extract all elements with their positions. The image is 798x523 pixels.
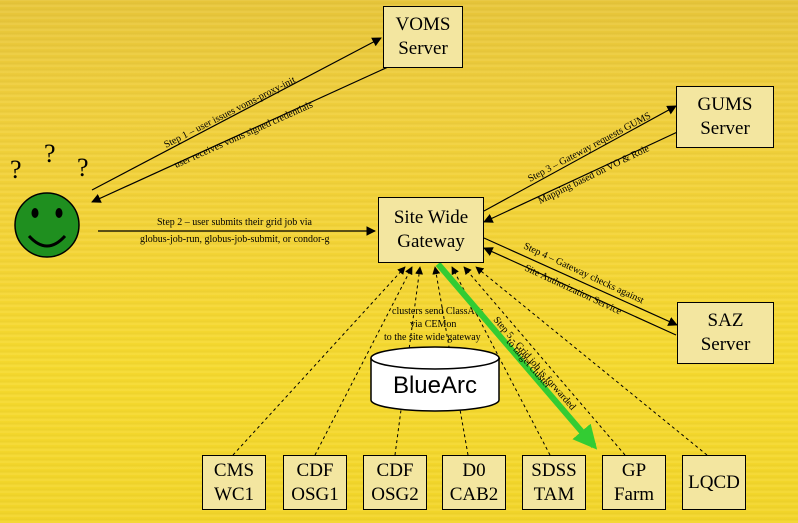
- gums-server-box: GUMS Server: [676, 86, 774, 148]
- voms-server-label-line1: VOMS: [395, 14, 451, 35]
- cluster-label-line2: Farm: [613, 483, 655, 505]
- step4-arrow-to-gateway: [483, 247, 677, 336]
- gums-server-label-line2: Server: [700, 118, 750, 139]
- gateway-label-line2: Gateway: [397, 231, 465, 252]
- cluster-label-line1: CDF: [376, 459, 414, 481]
- cluster-label-line1: SDSS: [531, 459, 577, 481]
- cluster-label-line1: GP: [621, 459, 647, 481]
- question-mark-3: ?: [77, 153, 89, 182]
- saz-server-label-line1: SAZ: [707, 310, 744, 331]
- saz-server-box: SAZ Server: [677, 302, 774, 364]
- cluster-cdf-osg2: CDF OSG2: [363, 455, 427, 510]
- classads-label-a: clusters send ClassAds: [392, 306, 484, 317]
- classad-line-cdf-osg1: [314, 266, 413, 456]
- classad-line-gp: [463, 266, 626, 456]
- step1-arrow-to-user: [91, 61, 400, 203]
- cluster-label-line1: LQCD: [688, 471, 740, 493]
- gateway-label-line1: Site Wide: [393, 207, 469, 228]
- cluster-label-line1: CDF: [296, 459, 334, 481]
- classad-line-cdf-osg2: [394, 266, 424, 456]
- step2-label-a: Step 2 – user submits their grid job via: [157, 217, 313, 228]
- cluster-label-line2: OSG1: [291, 483, 339, 505]
- cluster-label-line2: OSG2: [371, 483, 419, 505]
- smiley-user-icon: [14, 192, 80, 258]
- question-mark-1: ?: [10, 155, 22, 184]
- step4-arrow-to-saz: [483, 237, 678, 326]
- step3-arrow-to-gums: [483, 105, 677, 212]
- classad-line-lqcd: [475, 266, 708, 456]
- cluster-label-line2: CAB2: [449, 483, 499, 505]
- step1-arrow-to-voms: [91, 37, 382, 191]
- step5-arrow: [435, 262, 598, 450]
- storage-cylinder-icon: [370, 346, 500, 412]
- cluster-cdf-osg1: CDF OSG1: [283, 455, 347, 510]
- question-mark-2: ?: [44, 139, 56, 168]
- storage-label: BlueArc: [393, 372, 477, 399]
- cluster-label-line1: CMS: [213, 459, 255, 481]
- step3-arrow-to-gateway: [483, 127, 687, 223]
- classad-line-d0: [432, 266, 469, 456]
- step5-label-b: to target cluster: [504, 337, 553, 392]
- cluster-d0-cab2: D0 CAB2: [442, 455, 506, 510]
- cluster-lqcd: LQCD: [682, 455, 746, 510]
- saz-server-label-line2: Server: [700, 334, 751, 355]
- voms-server-box: VOMS Server: [383, 6, 463, 68]
- step2-label-b: globus-job-run, globus-job-submit, or co…: [140, 234, 330, 245]
- gums-server-label-line1: GUMS: [697, 94, 753, 115]
- cluster-label-line1: D0: [462, 459, 486, 481]
- voms-server-label-line2: Server: [398, 38, 448, 59]
- cluster-sdss-tam: SDSS TAM: [522, 455, 586, 510]
- cluster-label-line2: TAM: [533, 483, 575, 505]
- step3-label-b: Mapping based on VO & Role: [536, 143, 651, 207]
- classad-line-cms: [232, 266, 406, 456]
- gateway-box: Site Wide Gateway: [378, 197, 484, 263]
- classads-label-b: via CEMon: [410, 319, 456, 330]
- cluster-cms-wc1: CMS WC1: [202, 455, 266, 510]
- cluster-gp-farm: GP Farm: [602, 455, 666, 510]
- classads-label-c: to the site wide gateway: [384, 332, 481, 343]
- cluster-label-line2: WC1: [213, 483, 255, 505]
